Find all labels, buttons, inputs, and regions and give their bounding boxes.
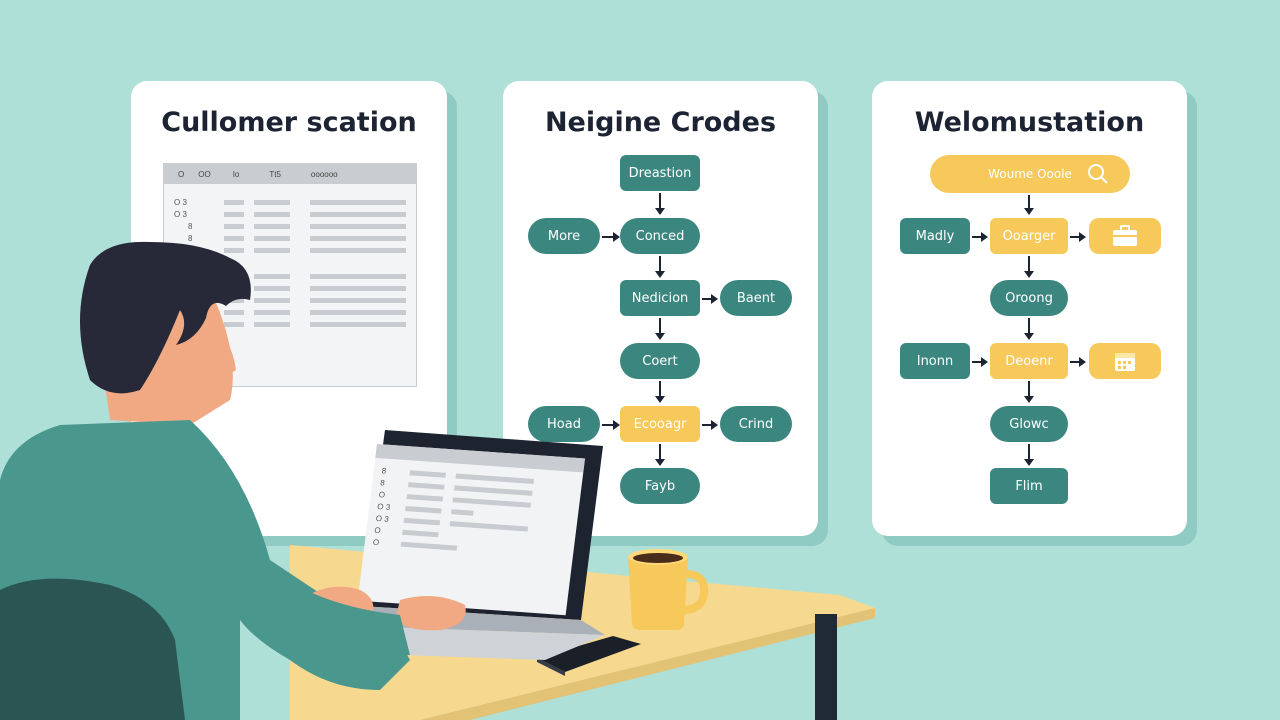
flow-arrow xyxy=(972,232,988,242)
flow-arrow xyxy=(702,420,718,430)
flow-arrow xyxy=(655,256,665,278)
flow-arrow xyxy=(1070,232,1086,242)
panel-title: Welomustation xyxy=(914,107,1145,138)
flow-arrow xyxy=(702,294,718,304)
flow-arrow xyxy=(655,444,665,466)
flow-node: Inonn xyxy=(900,343,970,379)
flow-arrow xyxy=(1024,256,1034,278)
flow-node: Flim xyxy=(990,468,1068,504)
flow-arrow xyxy=(1024,195,1034,215)
table-row: O 3 xyxy=(164,208,416,220)
flow-arrow xyxy=(655,381,665,403)
flow-node: Nedicion xyxy=(620,280,700,316)
flow-node: Fayb xyxy=(620,468,700,504)
briefcase-icon xyxy=(1089,218,1161,254)
flow-arrow xyxy=(1024,444,1034,466)
flow-arrow xyxy=(1024,318,1034,340)
flow-node: Oroong xyxy=(990,280,1068,316)
flow-node: Deoenr xyxy=(990,343,1068,379)
flow-node: Hoad xyxy=(528,406,600,442)
flow-arrow xyxy=(602,420,620,430)
coffee-mug-icon xyxy=(628,549,709,630)
flow-node: Baent xyxy=(720,280,792,316)
flow-node: More xyxy=(528,218,600,254)
spreadsheet-header: O OO Io Tt5 oooooo xyxy=(164,164,416,184)
table-row: O 3 xyxy=(164,196,416,208)
flow-arrow xyxy=(1024,381,1034,403)
flow-node: Coert xyxy=(620,343,700,379)
spreadsheet-header-cell: oooooo xyxy=(310,169,338,179)
table-row xyxy=(164,318,416,330)
spreadsheet-header-cell: OO xyxy=(198,169,211,179)
search-icon xyxy=(1088,164,1108,184)
table-row xyxy=(164,244,416,256)
flow-arrow xyxy=(655,193,665,215)
flow-node: Conced xyxy=(620,218,700,254)
flow-node: Dreastion xyxy=(620,155,700,191)
spreadsheet-header-cell: Io xyxy=(232,169,240,179)
laptop: 8 8 O O 3 O 3 O O xyxy=(355,430,615,660)
table-row: 8 xyxy=(164,232,416,244)
smartphone-icon xyxy=(537,636,641,676)
panel-workflow: Welomustation Woume Ooole Madly Ooarger … xyxy=(872,81,1187,536)
flow-arrow xyxy=(655,318,665,340)
table-row: 8 xyxy=(164,220,416,232)
search-label: Woume Ooole xyxy=(988,167,1072,181)
panel-title: Cullomer scation xyxy=(161,107,417,138)
flow-node: Madly xyxy=(900,218,970,254)
spreadsheet-header-cell: Tt5 xyxy=(269,169,281,179)
panel-flowchart: Neigine Crodes Dreastion More Conced Ned… xyxy=(503,81,818,536)
flow-node: Glowc xyxy=(990,406,1068,442)
flow-arrow xyxy=(1070,357,1086,367)
panel-title: Neigine Crodes xyxy=(544,107,777,138)
search-bar: Woume Ooole xyxy=(930,155,1130,193)
flow-node: Ooarger xyxy=(990,218,1068,254)
flow-node: Crind xyxy=(720,406,792,442)
flow-arrow xyxy=(602,232,620,242)
flow-arrow xyxy=(972,357,988,367)
spreadsheet-header-cell: O xyxy=(178,169,185,179)
calendar-icon xyxy=(1089,343,1161,379)
table-row xyxy=(164,306,416,318)
flow-node: Ecooagr xyxy=(620,406,700,442)
